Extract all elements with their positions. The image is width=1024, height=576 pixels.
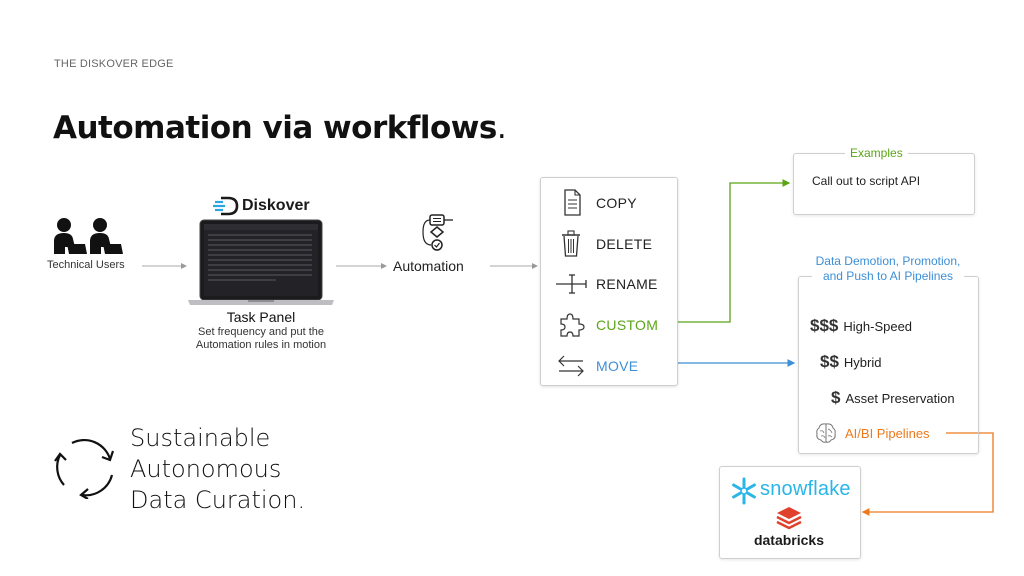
task-panel-title: Task Panel bbox=[226, 309, 296, 325]
tagline: Sustainable Autonomous Data Curation. bbox=[130, 423, 305, 516]
technical-users-icon bbox=[54, 218, 123, 254]
ai-bi-pipelines-label: AI/BI Pipelines bbox=[845, 426, 930, 441]
action-rename-label: RENAME bbox=[596, 276, 658, 292]
arrow-custom-to-examples bbox=[669, 179, 791, 323]
diskover-logo-text: Diskover bbox=[242, 197, 310, 214]
task-panel-desc-2: Automation rules in motion bbox=[195, 339, 327, 351]
task-panel-laptop-image bbox=[188, 219, 334, 305]
page-title-period: . bbox=[496, 110, 507, 146]
examples-text: Call out to script API bbox=[812, 174, 921, 188]
tier-hybrid-symbol: $$ bbox=[820, 352, 839, 371]
page-title: Automation via workflows. bbox=[53, 110, 507, 146]
action-custom-label: CUSTOM bbox=[596, 317, 659, 333]
trash-icon bbox=[562, 230, 580, 257]
technical-users-label: Technical Users bbox=[47, 259, 125, 271]
action-rename[interactable]: RENAME bbox=[541, 270, 677, 300]
tier-asset-symbol: $ bbox=[831, 388, 841, 407]
partners-box bbox=[719, 466, 861, 559]
action-move-label: MOVE bbox=[596, 358, 639, 374]
arrows-icon bbox=[558, 355, 584, 377]
brain-icon bbox=[816, 423, 836, 443]
examples-heading: Examples bbox=[845, 146, 908, 160]
action-custom[interactable]: CUSTOM bbox=[541, 311, 677, 341]
action-delete[interactable]: DELETE bbox=[541, 230, 677, 260]
action-delete-label: DELETE bbox=[596, 236, 653, 252]
tier-high-speed: $$$ High-Speed bbox=[810, 316, 912, 336]
automation-label: Automation bbox=[393, 258, 464, 274]
tier-hybrid-label: Hybrid bbox=[843, 355, 882, 370]
tagline-line-1: Sustainable bbox=[130, 424, 271, 452]
tier-asset-label: Asset Preservation bbox=[845, 391, 955, 406]
tier-high-speed-label: High-Speed bbox=[843, 319, 913, 334]
action-copy-label: COPY bbox=[596, 195, 637, 211]
diskover-logo-icon bbox=[213, 196, 239, 216]
page-title-text: Automation via workflows bbox=[53, 110, 497, 146]
rename-icon bbox=[556, 274, 587, 294]
puzzle-icon bbox=[560, 313, 585, 337]
tier-hybrid: $$ Hybrid bbox=[820, 352, 882, 372]
action-move[interactable]: MOVE bbox=[541, 352, 677, 382]
arrow-ai-to-partners bbox=[861, 432, 994, 516]
action-copy[interactable]: COPY bbox=[541, 189, 677, 219]
cycle-arrows-icon bbox=[54, 438, 115, 499]
eyebrow-label: THE DISKOVER EDGE bbox=[54, 58, 174, 70]
pipelines-heading: Data Demotion, Promotion, and Push to AI… bbox=[812, 254, 964, 284]
task-panel-desc-1: Set frequency and put the bbox=[198, 326, 324, 338]
document-icon bbox=[564, 189, 581, 216]
tagline-line-2: Autonomous bbox=[130, 455, 282, 483]
actions-panel: COPY DELETE RENAME CUSTOM bbox=[540, 177, 678, 386]
snowflake-logo-text: snowflake bbox=[760, 478, 851, 500]
databricks-logo-icon bbox=[776, 507, 802, 530]
tagline-line-3: Data Curation. bbox=[130, 486, 306, 514]
tier-high-speed-symbol: $$$ bbox=[810, 316, 839, 335]
automation-workflow-icon bbox=[422, 214, 453, 251]
tier-asset-preservation: $ Asset Preservation bbox=[831, 388, 955, 408]
snowflake-logo-icon bbox=[732, 477, 756, 505]
databricks-logo-text: databricks bbox=[753, 532, 825, 548]
